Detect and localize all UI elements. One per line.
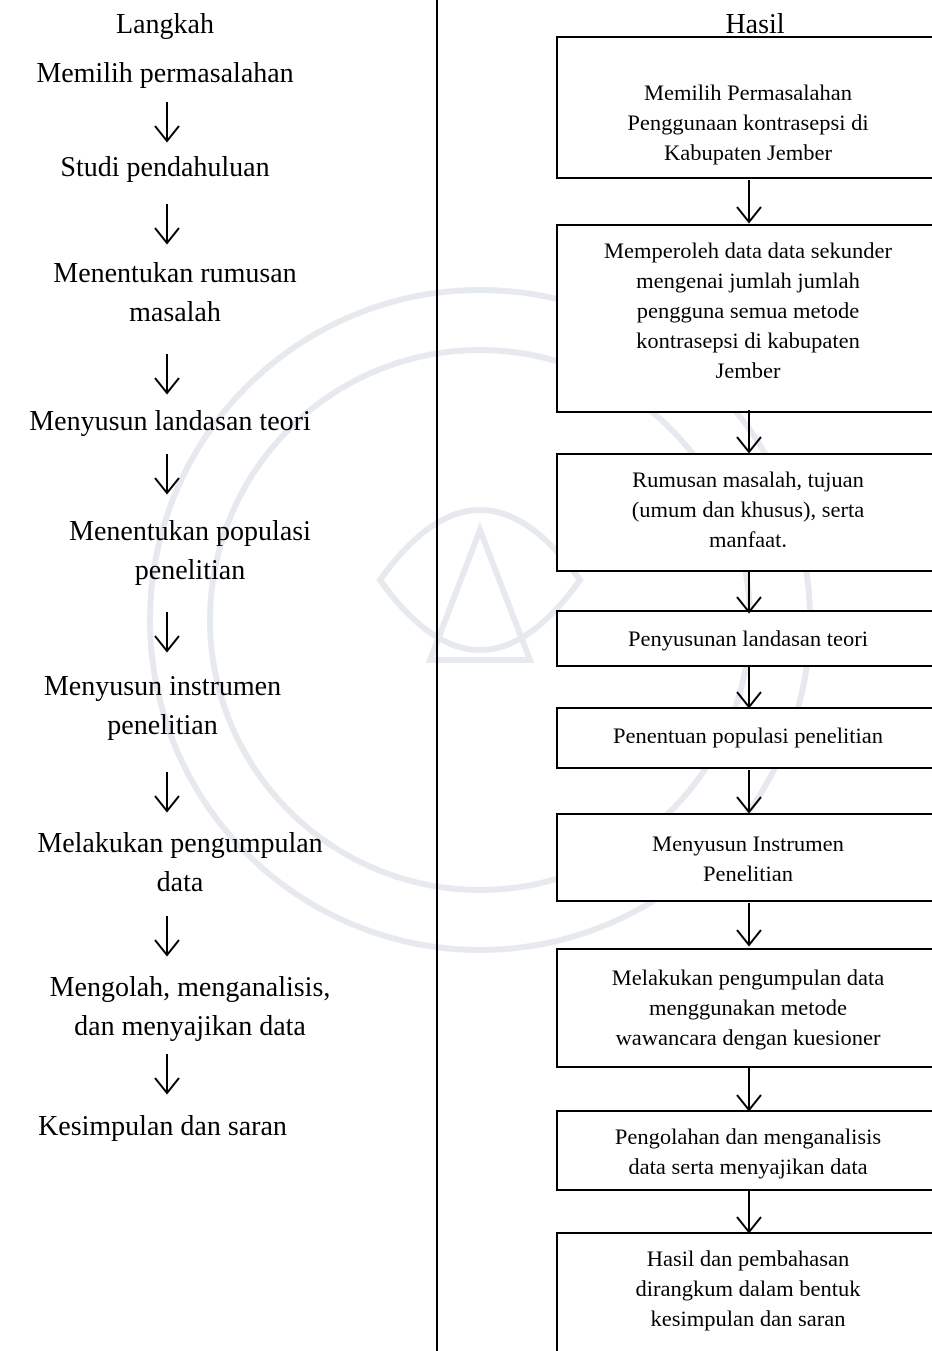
result-box-5: Penentuan populasi penelitian (556, 707, 932, 769)
step-1-text: Memilih permasalahan (36, 58, 294, 89)
result-box-7: Melakukan pengumpulan data menggunakan m… (556, 948, 932, 1068)
result-box-8-text: Pengolahan dan menganalisis data serta m… (614, 1124, 882, 1179)
result-box-6-text: Menyusun Instrumen Penelitian (652, 831, 844, 886)
result-box-3: Rumusan masalah, tujuan (umum dan khusus… (556, 453, 932, 572)
down-arrow-icon (736, 1068, 762, 1112)
step-5-text: Menentukan populasi penelitian (69, 516, 311, 586)
result-box-6: Menyusun Instrumen Penelitian (556, 813, 932, 902)
column-divider (436, 0, 438, 1351)
down-arrow-icon (736, 770, 762, 814)
result-box-7-text: Melakukan pengumpulan data menggunakan m… (611, 965, 885, 1050)
steps-column-title: Langkah (116, 9, 214, 40)
result-box-1-text: Memilih Permasalahan Penggunaan kontrase… (627, 80, 869, 165)
down-arrow-icon (154, 772, 180, 813)
down-arrow-icon (154, 354, 180, 395)
down-arrow-icon (736, 1190, 762, 1234)
result-box-1: Memilih Permasalahan Penggunaan kontrase… (556, 36, 932, 179)
down-arrow-icon (154, 916, 180, 957)
down-arrow-icon (154, 204, 180, 245)
result-box-3-text: Rumusan masalah, tujuan (umum dan khusus… (631, 467, 865, 552)
result-box-8: Pengolahan dan menganalisis data serta m… (556, 1110, 932, 1191)
step-7-text: Melakukan pengumpulan data (37, 828, 323, 898)
down-arrow-icon (736, 903, 762, 947)
result-box-9-text: Hasil dan pembahasan dirangkum dalam ben… (635, 1246, 861, 1331)
step-4-text: Menyusun landasan teori (29, 406, 311, 437)
down-arrow-icon (736, 570, 762, 614)
result-box-4-text: Penyusunan landasan teori (628, 626, 868, 651)
results-column-title: Hasil (725, 9, 785, 40)
down-arrow-icon (154, 102, 180, 143)
result-box-2-text: Memperoleh data data sekunder mengenai j… (603, 238, 892, 383)
result-box-4: Penyusunan landasan teori (556, 610, 932, 667)
result-box-5-text: Penentuan populasi penelitian (613, 723, 883, 748)
step-2-text: Studi pendahuluan (60, 152, 270, 183)
down-arrow-icon (736, 180, 762, 224)
down-arrow-icon (154, 612, 180, 653)
down-arrow-icon (736, 665, 762, 709)
result-box-9: Hasil dan pembahasan dirangkum dalam ben… (556, 1232, 932, 1351)
step-8-text: Mengolah, menganalisis, dan menyajikan d… (49, 972, 331, 1042)
step-9-text: Kesimpulan dan saran (38, 1111, 287, 1142)
step-6-text: Menyusun instrumen penelitian (43, 671, 282, 741)
step-3-text: Menentukan rumusan masalah (53, 258, 297, 328)
down-arrow-icon (736, 410, 762, 454)
result-box-2: Memperoleh data data sekunder mengenai j… (556, 224, 932, 413)
down-arrow-icon (154, 454, 180, 495)
down-arrow-icon (154, 1054, 180, 1095)
